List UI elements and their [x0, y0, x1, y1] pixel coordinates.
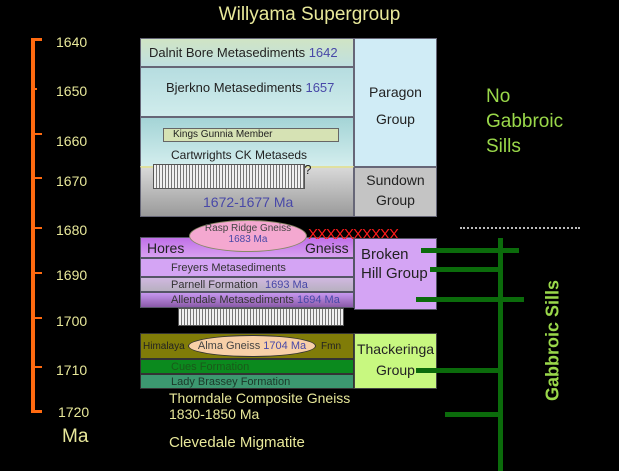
tick-label: 1640	[56, 34, 88, 50]
sill-branch	[416, 368, 500, 373]
dalnit-age: 1642	[308, 45, 338, 60]
gneiss-label: Gneiss	[305, 240, 349, 256]
cues-layer: Cues Formation	[140, 359, 354, 374]
axis-unit: Ma	[62, 426, 89, 447]
allendale-layer: Allendale Metasediments 1694 Ma	[140, 292, 354, 308]
diagram-title: Willyama Supergroup	[218, 4, 401, 25]
no-sills-annotation: No Gabbroic Sills	[486, 84, 563, 159]
alma-name: Alma Gneiss	[197, 340, 261, 352]
bjerkno-layer: Bjerkno Metasediments 1657	[140, 67, 354, 117]
freyers-layer: Freyers Metasediments	[140, 258, 354, 277]
axis-tick	[31, 410, 42, 413]
clevedale-label: Clevedale Migmatite	[169, 434, 305, 451]
no-sills-line: Sills	[486, 136, 521, 157]
age-range-label: 1672-1677 Ma	[203, 194, 294, 210]
parnell-layer: Parnell Formation 1693 Ma	[140, 277, 354, 292]
bjerkno-age: 1657	[305, 80, 335, 95]
tick-label: 1720	[58, 404, 90, 420]
tick-label: 1650	[56, 83, 88, 99]
sill-branch	[421, 248, 519, 253]
tick-label: 1710	[56, 362, 88, 378]
rasp-ridge-gneiss-ellipse: Rasp Ridge Gneiss 1683 Ma	[189, 220, 307, 252]
tick-label: 1690	[56, 267, 88, 283]
thorndale-label: Thorndale Composite Gneiss	[169, 390, 351, 406]
paragon-label-1: Paragon	[369, 84, 422, 100]
axis-tick	[31, 317, 42, 319]
broken-hill-label-2: Hill Group	[361, 265, 428, 282]
axis-tick	[31, 38, 42, 41]
thackaringa-label-2: Group	[376, 362, 415, 378]
paragon-group-box: Paragon Group	[354, 38, 437, 167]
axis-tick	[31, 88, 37, 90]
lady-brassey-layer: Lady Brassey Formation	[140, 374, 354, 389]
kings-gunnia-member: Kings Gunnia Member	[163, 128, 339, 142]
unconformity-hatch	[178, 308, 344, 326]
axis-line	[31, 38, 35, 412]
axis-tick	[31, 366, 42, 368]
himalaya-label: Himalaya	[143, 341, 185, 352]
alma-age: 1704 Ma	[263, 340, 307, 352]
sill-branch	[430, 267, 500, 272]
parnell-label: Parnell Formation	[171, 279, 258, 291]
thorndale-age: 1830-1850 Ma	[169, 406, 260, 422]
no-sills-line: No	[486, 86, 511, 107]
bjerkno-name: Bjerkno Metasediments	[166, 80, 302, 95]
parnell-age: 1693 Ma	[265, 279, 308, 291]
kings-gunnia-label: Kings Gunnia Member	[173, 129, 273, 140]
unconformity-hatch	[153, 164, 305, 189]
tick-label: 1670	[56, 173, 88, 189]
thackaringa-label-1: Thackeringa	[356, 341, 435, 357]
fmn-label: Fmn	[321, 341, 341, 352]
alma-gneiss-ellipse: Alma Gneiss 1704 Ma	[188, 335, 316, 357]
sundown-group-box: Sundown Group	[354, 167, 437, 217]
lady-brassey-label: Lady Brassey Formation	[171, 376, 291, 388]
dashed-boundary	[460, 227, 580, 229]
allendale-age: 1694 Ma	[297, 294, 340, 306]
rasp-age: 1683 Ma	[228, 234, 268, 245]
axis-tick	[31, 227, 42, 229]
gabbroic-sills-label: Gabbroic Sills	[542, 279, 563, 402]
tick-label: 1660	[56, 133, 88, 149]
cartwrights-layer: Kings Gunnia Member Cartwrights CK Metas…	[140, 117, 354, 167]
no-sills-line: Gabbroic	[486, 111, 564, 132]
thackaringa-group-box: Thackeringa Group	[354, 333, 437, 389]
sundown-label-2: Group	[376, 192, 415, 208]
dalnit-bore-layer: Dalnit Bore Metasediments 1642	[140, 38, 354, 67]
cues-label: Cues Formation	[171, 361, 250, 373]
dalnit-name: Dalnit Bore Metasediments	[149, 45, 306, 60]
freyers-label: Freyers Metasediments	[171, 262, 286, 274]
broken-hill-label-1: Broken	[361, 246, 409, 263]
rasp-name: Rasp Ridge Gneiss	[204, 223, 292, 234]
paragon-label-2: Group	[376, 111, 415, 127]
sill-branch	[445, 412, 500, 417]
tick-label: 1680	[56, 222, 88, 238]
allendale-label: Allendale Metasediments	[171, 294, 294, 306]
sundown-label-1: Sundown	[366, 172, 425, 188]
sill-branch	[416, 297, 524, 302]
hores-label: Hores	[147, 240, 185, 256]
cartwrights-label: Cartwrights CK Metaseds	[171, 148, 308, 162]
sill-trunk	[498, 238, 503, 471]
tick-label: 1700	[56, 313, 88, 329]
axis-tick	[31, 272, 42, 274]
axis-tick	[31, 133, 42, 135]
axis-tick	[31, 177, 42, 179]
